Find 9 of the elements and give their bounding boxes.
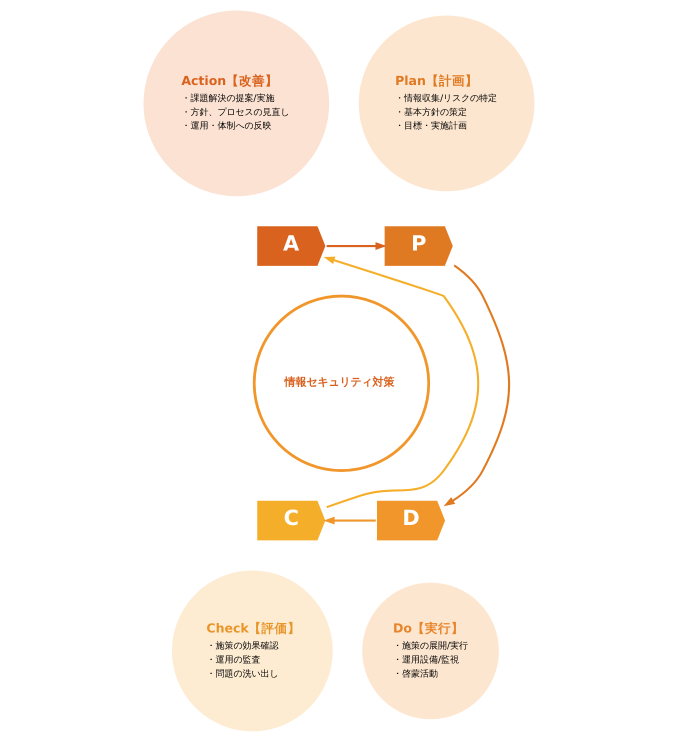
node-circle: Do【実行】 ・施策の展開/実行 ・運用設備/監視 ・啓蒙活動 — [362, 582, 499, 720]
node-circle: Action【改善】 ・課題解決の提案/実施 ・方針、プロセスの見直し ・運用・体制への反映 — [143, 10, 330, 196]
arrow — [324, 256, 480, 508]
arrow — [323, 516, 376, 524]
node-circle: 情報セキュリティ対策 — [252, 294, 430, 472]
node-circle: Check【評価】 ・施策の効果確認 ・運用の監査 ・問題の洗い出し — [172, 570, 333, 732]
node-circle: Plan【計画】 ・情報収集/リスクの特定 ・基本方針の策定 ・目標・実施計画 — [358, 15, 534, 192]
arrow — [326, 242, 387, 250]
arrow — [444, 264, 510, 506]
